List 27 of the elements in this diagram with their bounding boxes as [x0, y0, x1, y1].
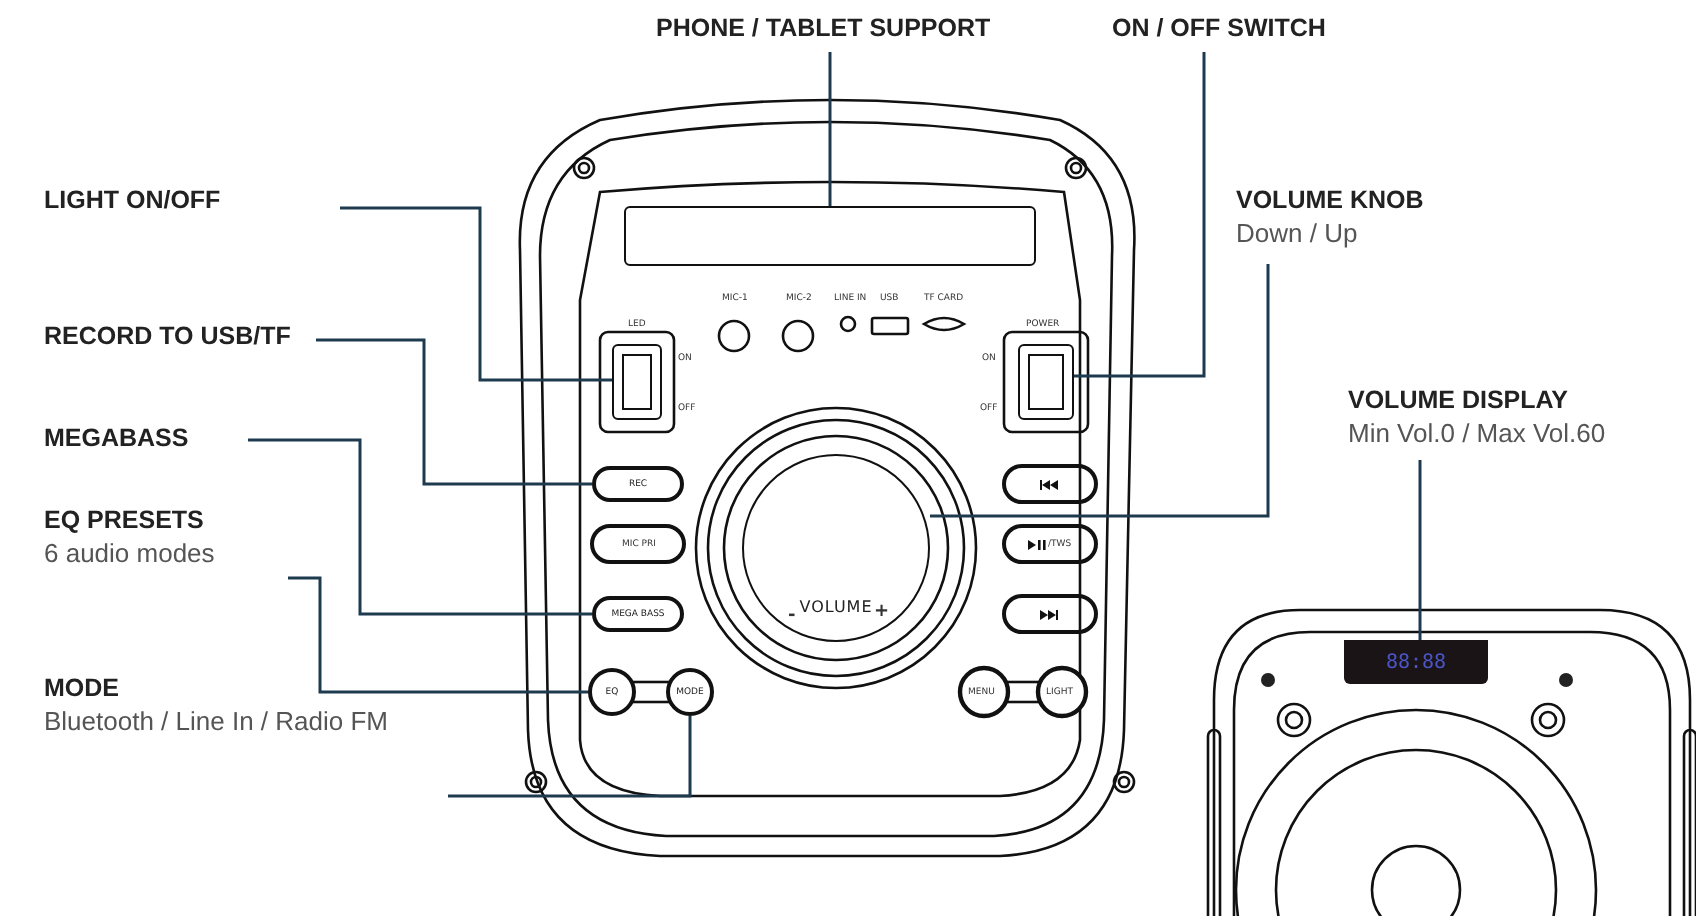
leader-line [316, 338, 592, 486]
leader-line [828, 52, 832, 206]
callout-heading: VOLUME KNOB [1236, 184, 1426, 216]
callout-heading: MODE [44, 672, 121, 704]
callout-heading: RECORD TO USB/TF [44, 320, 293, 352]
minus-sign: - [788, 608, 796, 626]
callout-description: Min Vol.0 / Max Vol.60 [1348, 416, 1608, 452]
leader-line [1074, 52, 1206, 378]
callout-heading: VOLUME DISPLAY [1348, 384, 1570, 416]
callout-heading: MEGABASS [44, 422, 191, 454]
callout-description: Bluetooth / Line In / Radio FM [44, 704, 390, 740]
leader-line [248, 438, 592, 616]
light-switch [612, 344, 662, 420]
callout-description: 6 audio modes [44, 536, 217, 572]
phone-support-slot [624, 206, 1036, 266]
plus-sign: + [874, 604, 890, 622]
callout-heading: ON / OFF SWITCH [1112, 12, 1328, 44]
callout-heading: LIGHT ON/OFF [44, 184, 223, 216]
callout-description: Down / Up [1236, 216, 1360, 252]
leader-line [288, 576, 588, 694]
callout-heading: EQ PRESETS [44, 504, 206, 536]
callout-heading: PHONE / TABLET SUPPORT [656, 12, 993, 44]
leader-line [340, 206, 612, 382]
volume-display: 88:88 [1344, 640, 1488, 684]
power-switch [1018, 344, 1074, 420]
leader-line [448, 716, 692, 798]
leader-line [1418, 460, 1422, 640]
